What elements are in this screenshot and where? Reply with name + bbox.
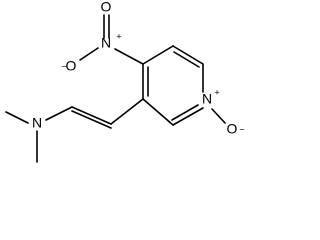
bond-ring-n-to-o xyxy=(211,108,226,124)
atom-labels: O N + O − N + O − N xyxy=(32,0,245,137)
ring-bond-n-c2-inner xyxy=(171,104,199,121)
bond-methyl-top-to-amine-n xyxy=(5,111,29,124)
nitro-oxygen-left-label: O xyxy=(66,58,77,74)
ring-bond-n-c2 xyxy=(172,107,204,126)
bond-nitro-n-to-o-left xyxy=(79,47,99,61)
ring-bond-c2-c3 xyxy=(142,98,174,126)
nitro-oxygen-left-charge: − xyxy=(61,61,66,71)
ring-oxygen-label: O xyxy=(227,121,238,137)
ring-nitrogen-label: N xyxy=(202,91,212,107)
bond-ring-to-nitro-n xyxy=(114,48,144,65)
bond-vinyl-double-b xyxy=(71,110,112,129)
nitro-nitrogen-charge: + xyxy=(116,31,121,41)
ring-bond-c5-c6-inner xyxy=(173,51,200,68)
ring-oxygen-charge: − xyxy=(239,124,244,134)
ring-bond-c4-c5 xyxy=(142,45,174,65)
nitro-nitrogen-label: N xyxy=(101,35,111,51)
bond-vinyl-to-ring xyxy=(110,98,144,125)
nitro-oxygen-top-label: O xyxy=(101,0,112,15)
ring-nitrogen-charge: + xyxy=(214,87,219,97)
chemical-structure-diagram: O N + O − N + O − N xyxy=(5,0,245,163)
amine-nitrogen-label: N xyxy=(32,115,42,131)
bonds xyxy=(5,14,226,163)
bond-vinyl-double-a xyxy=(71,106,112,125)
ring-bond-c5-c6 xyxy=(172,45,204,65)
bond-amine-n-to-vinyl xyxy=(45,106,73,121)
